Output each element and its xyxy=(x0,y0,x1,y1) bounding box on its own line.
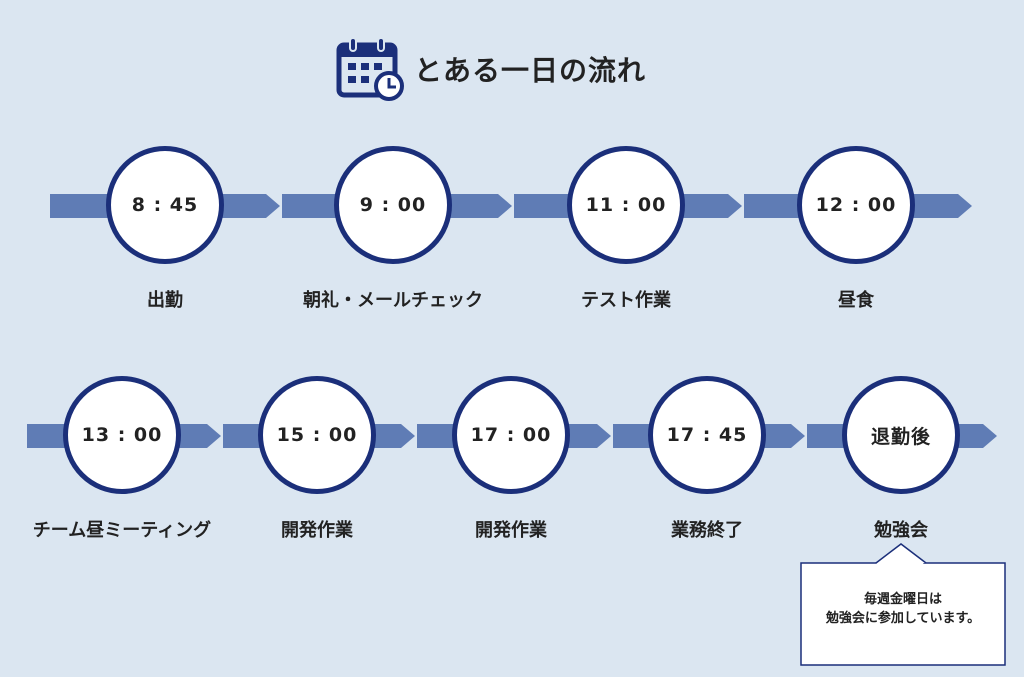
time-text: 13 : 00 xyxy=(81,424,163,446)
time-text: 9 : 00 xyxy=(359,194,427,216)
step-label: 昼食 xyxy=(838,290,874,311)
time-circle: 13 : 00 xyxy=(63,376,181,494)
time-text: 17 : 00 xyxy=(470,424,552,446)
title-text: とある一日の流れ xyxy=(414,54,647,87)
time-circle: 8 : 45 xyxy=(106,146,224,264)
time-circle: 9 : 00 xyxy=(334,146,452,264)
time-text: 退勤後 xyxy=(870,425,931,448)
step-label: 開発作業 xyxy=(475,520,547,541)
step-label: チーム昼ミーティング xyxy=(32,520,212,541)
time-text: 11 : 00 xyxy=(585,194,667,216)
note-line-1: 毎週金曜日は xyxy=(863,592,942,607)
time-text: 8 : 45 xyxy=(131,194,199,216)
time-circle: 12 : 00 xyxy=(797,146,915,264)
callout-pointer xyxy=(875,543,927,564)
calendar-clock-icon xyxy=(336,37,404,101)
step-label: 朝礼・メールチェック xyxy=(303,290,483,311)
note-text: 毎週金曜日は 勉強会に参加しています。 xyxy=(800,590,1006,628)
time-circle: 退勤後 xyxy=(842,376,960,494)
step-label: 開発作業 xyxy=(281,520,353,541)
page-title: とある一日の流れ xyxy=(336,36,646,102)
time-text: 17 : 45 xyxy=(666,424,748,446)
time-circle: 17 : 00 xyxy=(452,376,570,494)
step-label: テスト作業 xyxy=(581,290,671,311)
time-circle: 17 : 45 xyxy=(648,376,766,494)
step-label: 出勤 xyxy=(147,290,183,311)
note-callout xyxy=(800,562,1006,666)
step-label: 業務終了 xyxy=(671,520,743,541)
time-circle: 11 : 00 xyxy=(567,146,685,264)
time-circle: 15 : 00 xyxy=(258,376,376,494)
time-text: 15 : 00 xyxy=(276,424,358,446)
note-line-2: 勉強会に参加しています。 xyxy=(825,611,981,626)
step-label: 勉強会 xyxy=(874,520,928,541)
time-text: 12 : 00 xyxy=(815,194,897,216)
